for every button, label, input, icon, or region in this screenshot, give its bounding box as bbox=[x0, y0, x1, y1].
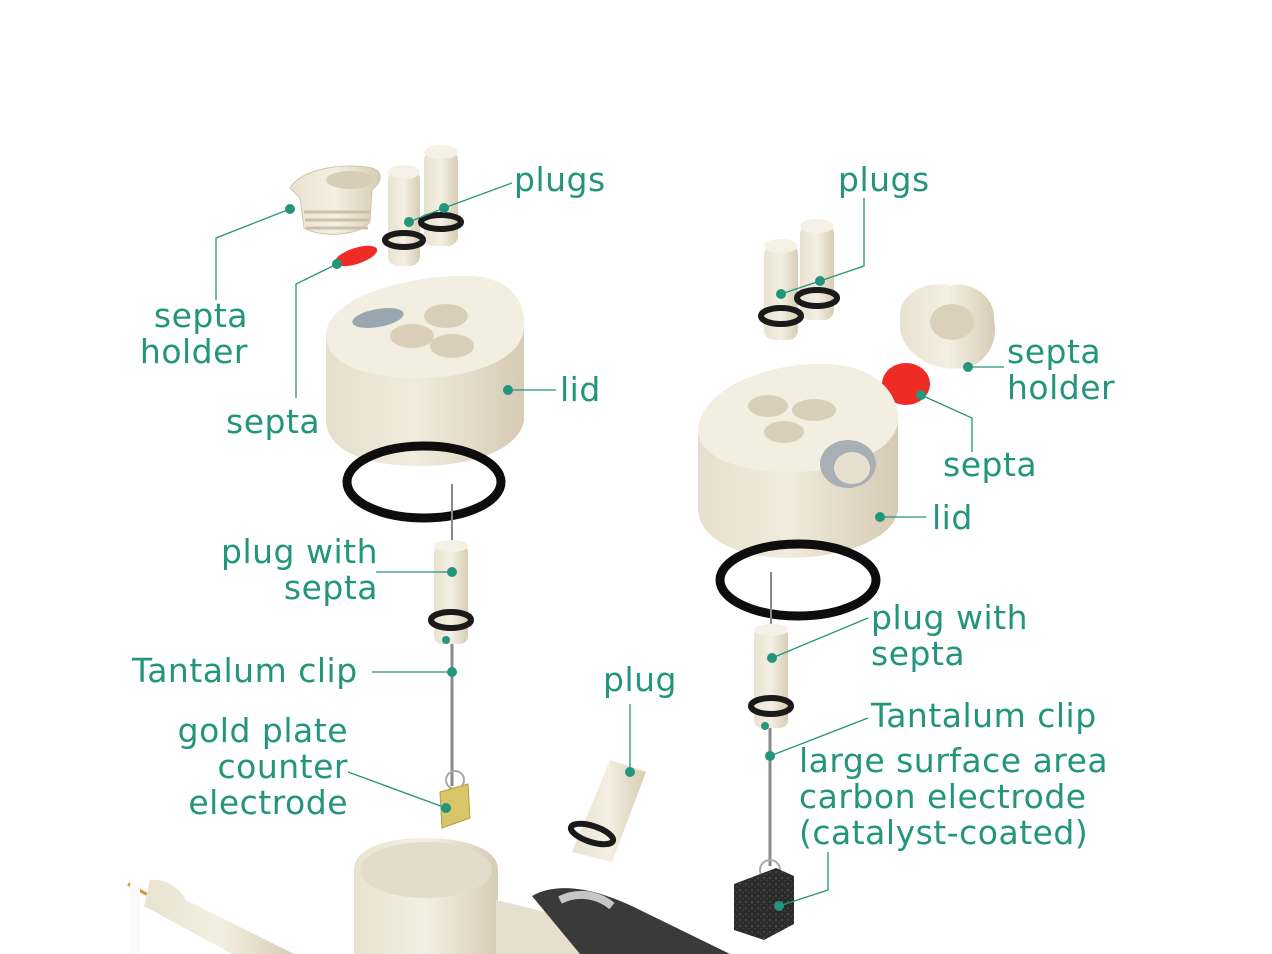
label-left-lid: lid bbox=[560, 370, 601, 409]
label-working-electrode-line3: (catalyst-coated) bbox=[799, 813, 1089, 852]
label-left-septa: septa bbox=[226, 402, 321, 441]
label-left-plug-with-septa-line1: plug with bbox=[221, 532, 378, 571]
label-middle-plug: plug bbox=[603, 660, 677, 699]
bottom-left-tube-part bbox=[127, 879, 294, 954]
left-septa-part bbox=[334, 245, 378, 267]
label-right-tantalum-clip: Tantalum clip bbox=[871, 696, 1097, 735]
label-right-plug-with-septa-line1: plug with bbox=[871, 598, 1028, 637]
label-right-septa-holder-line1: septa bbox=[1007, 332, 1102, 371]
label-left-septa-holder-line1: septa bbox=[153, 296, 248, 335]
label-working-electrode-line1: large surface area bbox=[799, 741, 1109, 780]
right-lid-oring bbox=[715, 539, 881, 621]
label-counter-electrode-line2: counter bbox=[217, 747, 348, 786]
label-left-plugs: plugs bbox=[514, 160, 606, 199]
right-plug-with-septa-part bbox=[748, 624, 794, 728]
label-counter-electrode-line1: gold plate bbox=[177, 711, 348, 750]
label-counter-electrode-line3: electrode bbox=[188, 783, 348, 822]
left-lid-oring bbox=[342, 441, 506, 523]
right-lid-part bbox=[698, 364, 898, 558]
label-right-septa: septa bbox=[943, 445, 1038, 484]
left-lid-part bbox=[326, 275, 525, 466]
label-right-plugs: plugs bbox=[838, 160, 930, 199]
label-right-plug-with-septa-line2: septa bbox=[871, 634, 966, 673]
label-left-tantalum-clip: Tantalum clip bbox=[132, 651, 358, 690]
label-working-electrode-line2: carbon electrode bbox=[799, 777, 1087, 816]
label-left-septa-holder-line2: holder bbox=[139, 332, 248, 371]
label-right-septa-holder-line2: holder bbox=[1007, 368, 1116, 407]
left-septa-holder-part bbox=[289, 165, 381, 235]
gold-counter-electrode-part bbox=[439, 770, 471, 829]
left-plug-with-septa-part bbox=[428, 540, 474, 644]
label-left-plug-with-septa-line2: septa bbox=[283, 568, 378, 607]
leader-dots bbox=[285, 203, 973, 911]
left-plugs-part bbox=[382, 145, 464, 266]
right-septa-holder-part bbox=[900, 284, 996, 369]
middle-plug-part bbox=[567, 760, 646, 862]
label-right-lid: lid bbox=[932, 498, 973, 537]
carbon-electrode-part bbox=[734, 859, 794, 940]
cell-body-part bbox=[354, 838, 730, 954]
